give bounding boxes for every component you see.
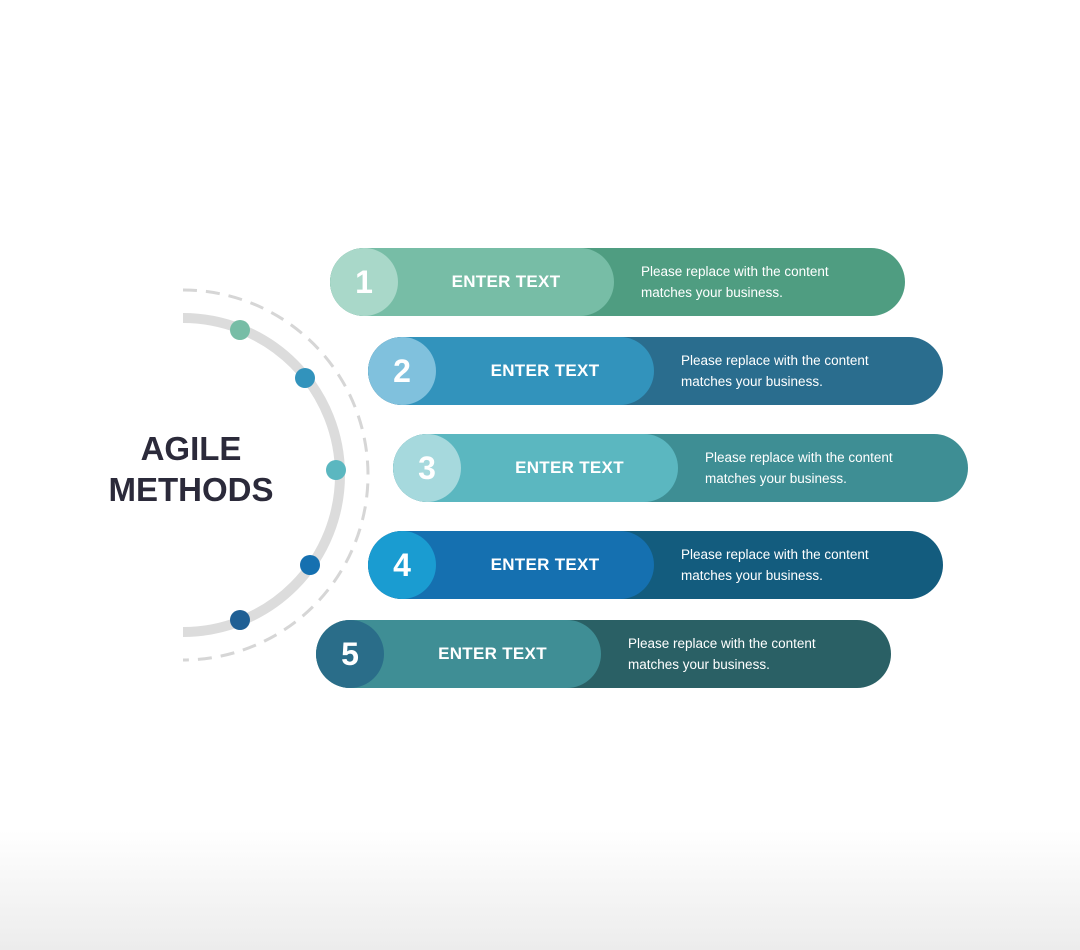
- desc-line-2: matches your business.: [681, 373, 823, 389]
- step-dot-2: [295, 368, 315, 388]
- step-label: ENTER TEXT: [451, 272, 561, 291]
- desc-line-1: Please replace with the content: [705, 450, 893, 465]
- step-bar-4: 4 ENTER TEXT Please replace with the con…: [368, 531, 943, 599]
- step-bar-3: 3 ENTER TEXT Please replace with the con…: [393, 434, 968, 502]
- step-label: ENTER TEXT: [438, 644, 547, 663]
- step-dot-3: [326, 460, 346, 480]
- step-label: ENTER TEXT: [490, 555, 600, 574]
- desc-line-1: Please replace with the content: [681, 353, 869, 368]
- step-dot-4: [300, 555, 320, 575]
- title-line-2: METHODS: [108, 471, 274, 508]
- step-bar-1: 1 ENTER TEXT Please replace with the con…: [330, 248, 905, 316]
- desc-line-1: Please replace with the content: [681, 547, 869, 562]
- step-number-badge: 1: [330, 248, 398, 316]
- desc-line-2: matches your business.: [681, 567, 823, 583]
- desc-line-2: matches your business.: [628, 656, 770, 672]
- step-number-badge: 4: [368, 531, 436, 599]
- step-dot-5: [230, 610, 250, 630]
- step-number-badge: 2: [368, 337, 436, 405]
- step-number-badge: 5: [316, 620, 384, 688]
- step-label: ENTER TEXT: [515, 458, 624, 477]
- diagram-title: AGILE METHODS: [90, 428, 292, 510]
- step-description: Please replace with the content matches y…: [681, 545, 869, 586]
- step-description: Please replace with the content matches y…: [628, 634, 816, 675]
- dashed-arc: [182, 288, 370, 662]
- step-bar-2: 2 ENTER TEXT Please replace with the con…: [368, 337, 943, 405]
- title-line-1: AGILE: [140, 430, 242, 467]
- desc-line-2: matches your business.: [705, 470, 847, 486]
- step-number-badge: 3: [393, 434, 461, 502]
- step-bar-5: 5 ENTER TEXT Please replace with the con…: [316, 620, 891, 688]
- desc-line-1: Please replace with the content: [641, 264, 829, 279]
- step-description: Please replace with the content matches y…: [641, 262, 829, 303]
- step-dot-1: [230, 320, 250, 340]
- desc-line-1: Please replace with the content: [628, 636, 816, 651]
- step-description: Please replace with the content matches y…: [705, 448, 893, 489]
- desc-line-2: matches your business.: [641, 284, 783, 300]
- step-label: ENTER TEXT: [490, 361, 600, 380]
- step-description: Please replace with the content matches y…: [681, 351, 869, 392]
